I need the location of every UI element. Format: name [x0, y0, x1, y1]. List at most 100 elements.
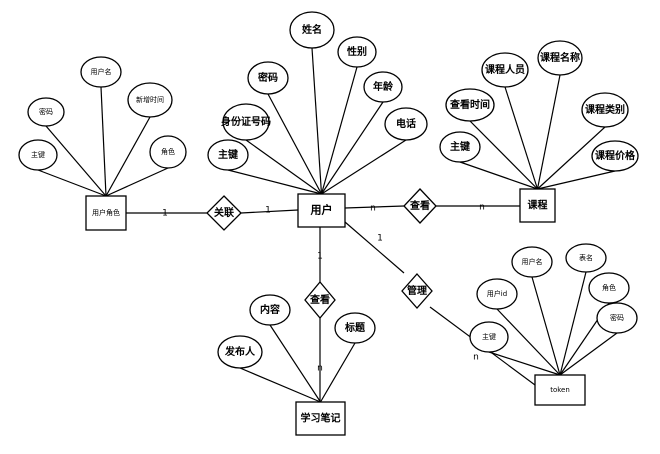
attribute-token: 用户名 — [511, 246, 553, 278]
attribute-user: 电话 — [384, 107, 428, 141]
entity-box — [519, 188, 556, 223]
attribute-user: 密码 — [247, 61, 289, 95]
attribute-ellipse — [247, 61, 289, 95]
cardinality-label: n — [479, 203, 485, 213]
relation-manage: 管理 — [401, 273, 433, 309]
attribute-line — [321, 139, 407, 195]
attribute-label: 密码 — [258, 71, 278, 84]
attribute-label: 查看时间 — [449, 98, 490, 111]
attribute-label: 发布人 — [224, 345, 256, 358]
attribute-label: 课程名称 — [540, 51, 580, 64]
connector-line — [240, 209, 299, 214]
attribute-label: 密码 — [39, 107, 53, 116]
attribute-user: 性别 — [337, 36, 377, 68]
shapes: 用户姓名性别年龄电话密码身份证号码主键课程课程人员课程名称查看时间课程类别主键课… — [18, 11, 639, 436]
connector-line — [344, 205, 405, 209]
attribute-line — [319, 342, 356, 403]
attribute-line — [559, 332, 618, 376]
attribute-label: 主键 — [450, 140, 471, 153]
attribute-label: 新增时间 — [136, 95, 164, 104]
attribute-ellipse — [149, 135, 187, 169]
attribute-ellipse — [27, 97, 65, 127]
attribute-ellipse — [596, 302, 638, 334]
attribute-line — [469, 120, 538, 190]
entity-label: 用户 — [311, 203, 333, 217]
attribute-label: 表名 — [579, 253, 593, 262]
attribute-ellipse — [565, 243, 607, 273]
attribute-ellipse — [217, 335, 263, 369]
attribute-user: 姓名 — [289, 11, 335, 49]
attribute-label: 角色 — [161, 147, 175, 156]
attribute-note: 发布人 — [217, 335, 263, 369]
attribute-ellipse — [363, 71, 403, 103]
attribute-token: 密码 — [596, 302, 638, 334]
entity-box — [85, 195, 127, 231]
relation-label: 查看 — [409, 199, 430, 212]
attribute-label: 密码 — [610, 313, 624, 322]
entity-course: 课程 — [519, 188, 556, 223]
attribute-label: 身份证号码 — [221, 115, 271, 128]
attribute-label: 用户id — [487, 289, 507, 298]
attribute-label: 用户名 — [522, 257, 543, 266]
attribute-ellipse — [445, 88, 495, 122]
attribute-label: 电话 — [396, 117, 416, 130]
attribute-line — [488, 351, 561, 376]
attribute-user: 身份证号码 — [221, 103, 271, 141]
entity-box — [297, 193, 346, 228]
attribute-label: 课程人员 — [485, 63, 525, 76]
relation-label: 关联 — [214, 206, 234, 219]
attribute-ellipse — [334, 312, 376, 344]
attribute-ellipse — [80, 56, 122, 88]
cardinality-label: 1 — [317, 252, 323, 262]
attribute-line — [227, 169, 322, 195]
attribute-user: 主键 — [207, 139, 249, 171]
attribute-line — [105, 167, 169, 197]
cardinality-label: n — [473, 353, 479, 363]
attribute-ellipse — [337, 36, 377, 68]
attribute-note: 标题 — [334, 312, 376, 344]
entity-label: 课程 — [528, 199, 548, 212]
attribute-label: 标题 — [344, 321, 366, 334]
attribute-label: 主键 — [218, 148, 239, 161]
relation-diamond — [403, 188, 437, 224]
attribute-label: 角色 — [602, 283, 616, 292]
attribute-line — [100, 86, 107, 197]
attribute-line — [320, 66, 358, 195]
attribute-course: 主键 — [439, 131, 481, 163]
attribute-ellipse — [481, 52, 529, 88]
attribute-role: 新增时间 — [127, 82, 173, 118]
attribute-line — [311, 47, 323, 195]
attribute-line — [37, 169, 107, 197]
relation-label: 管理 — [407, 284, 427, 297]
attribute-line — [245, 139, 322, 195]
relation-associate: 关联 — [206, 195, 242, 231]
attribute-course: 查看时间 — [445, 88, 495, 122]
attribute-note: 内容 — [249, 294, 291, 326]
cardinality-label: n — [317, 364, 323, 374]
attribute-role: 主键 — [18, 139, 58, 171]
attribute-ellipse — [384, 107, 428, 141]
attribute-ellipse — [588, 272, 630, 304]
entity-token: token — [534, 374, 586, 406]
attribute-line — [105, 116, 151, 197]
entity-label: token — [550, 386, 570, 394]
attribute-course: 课程价格 — [591, 140, 639, 172]
attribute-line — [559, 271, 587, 376]
relation-label: 查看 — [309, 293, 330, 306]
attribute-ellipse — [127, 82, 173, 118]
attribute-line — [537, 170, 616, 190]
entity-note: 学习笔记 — [295, 401, 346, 436]
attribute-ellipse — [207, 139, 249, 171]
attribute-token: 角色 — [588, 272, 630, 304]
entity-user: 用户 — [297, 193, 346, 228]
attribute-ellipse — [476, 278, 518, 310]
entity-box — [534, 374, 586, 406]
relation-diamond — [304, 280, 336, 320]
attribute-line — [45, 125, 107, 197]
attribute-ellipse — [439, 131, 481, 163]
attribute-course: 课程人员 — [481, 52, 529, 88]
attribute-line — [459, 161, 538, 190]
attribute-role: 角色 — [149, 135, 187, 169]
relation-view_course: 查看 — [403, 188, 437, 224]
